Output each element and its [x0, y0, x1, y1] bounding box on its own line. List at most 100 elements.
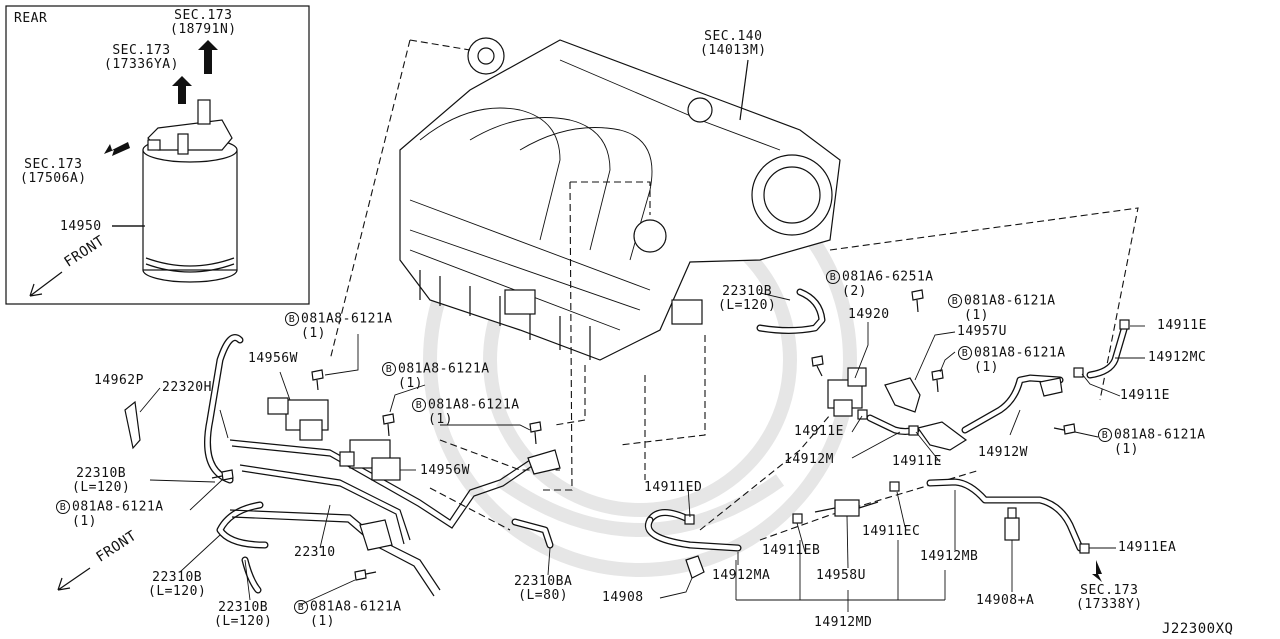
bolt-part-number: 081A8-6121A: [428, 397, 520, 413]
bolt-part-number: 081A8-6121A: [398, 361, 490, 377]
filter-14958u: [814, 499, 879, 517]
part-number: 22310BA: [514, 574, 573, 589]
bolt-symbol-icon: B: [285, 312, 299, 326]
part-14957u-label: 14957U: [957, 324, 1007, 339]
part-14912mc-label: 14912MC: [1148, 350, 1207, 365]
part-22310ba-label: 22310BA (L=80): [514, 575, 572, 603]
part-length: (L=120): [72, 480, 131, 495]
arrow-left-icon: [104, 142, 130, 156]
ref-code: (17338Y): [1076, 597, 1143, 612]
bolt-qty: (1): [964, 307, 989, 323]
bracket: [1039, 377, 1063, 397]
bolt-symbol-icon: B: [56, 500, 70, 514]
part-14911e-label: 14911E: [794, 424, 844, 439]
connector-14908: [685, 555, 705, 579]
part-14950-label: 14950: [60, 219, 102, 234]
ref-sec: SEC.140: [704, 29, 763, 44]
ref-sec: SEC.173: [112, 43, 171, 58]
part-14958u-label: 14958U: [816, 568, 866, 583]
inset-frame: [5, 5, 310, 305]
bolt-qty: (1): [310, 613, 335, 629]
bolt-part-number: 081A8-6121A: [72, 499, 164, 515]
ref-sec173-17338y: SEC.173 (17338Y): [1076, 584, 1143, 612]
bolt-qty: (1): [72, 513, 97, 529]
part-14912mb-label: 14912MB: [920, 549, 979, 564]
part-14912w-label: 14912W: [978, 445, 1028, 460]
bolt-symbol-icon: B: [958, 346, 972, 360]
part-length: (L=80): [518, 588, 569, 603]
part-14956w-label: 14956W: [420, 463, 470, 478]
ref-sec173-17506a: SEC.173 (17506A): [20, 158, 87, 186]
part-14912md-label: 14912MD: [814, 615, 873, 630]
part-length: (L=120): [718, 298, 777, 313]
callout-leaders: [112, 59, 1145, 612]
bolt-symbol-icon: B: [1098, 428, 1112, 442]
part-22310b-label: 22310B (L=120): [148, 571, 206, 599]
ref-sec173-18791n: SEC.173 (18791N): [170, 9, 237, 37]
part-14908-label: 14908: [602, 590, 644, 605]
bracket-14962p: [124, 400, 141, 450]
bolt-symbol-icon: B: [826, 270, 840, 284]
bracket: [917, 421, 968, 451]
part-14911e-label: 14911E: [1120, 388, 1170, 403]
ref-code: (17506A): [20, 171, 87, 186]
intake-manifold: [399, 37, 841, 361]
bolt-symbol-icon: B: [948, 294, 962, 308]
ref-code: (17336YA): [104, 57, 179, 72]
ref-sec: SEC.173: [1080, 583, 1139, 598]
ref-sec140-14013m: SEC.140 (14013M): [700, 30, 767, 58]
part-number: 22310B: [152, 570, 203, 585]
bolt-qty: (1): [974, 359, 999, 375]
vacuum-hoses: [204, 288, 1129, 594]
part-14908a-label: 14908+A: [976, 593, 1035, 608]
part-14912ma-label: 14912MA: [712, 568, 771, 583]
part-number: 22310B: [722, 284, 773, 299]
part-14911ec-label: 14911EC: [862, 524, 921, 539]
sensor-14908a: [1004, 507, 1020, 541]
part-22310-label: 22310: [294, 545, 336, 560]
arrow-down-icon: [1092, 560, 1102, 582]
arrow-up-icon: [172, 76, 192, 104]
part-length: (L=120): [148, 584, 207, 599]
part-22310b-label: 22310B (L=120): [718, 285, 776, 313]
ref-sec: SEC.173: [174, 8, 233, 23]
part-14962p-label: 14962P: [94, 373, 144, 388]
bolt-symbol-icon: B: [294, 600, 308, 614]
bracket-14957u: [884, 377, 921, 413]
part-length: (L=120): [214, 614, 273, 629]
solenoid-14956w-upper: [267, 397, 329, 441]
arrow-up-icon: [198, 40, 218, 74]
bolt-symbol-icon: B: [382, 362, 396, 376]
part-22310b-label: 22310B (L=120): [214, 601, 272, 629]
front-arrow-icon: [57, 567, 91, 591]
part-22320h-label: 22320H: [162, 380, 212, 395]
bolt-fasteners: [211, 289, 1076, 581]
ref-code: (14013M): [700, 43, 767, 58]
part-14911ea-label: 14911EA: [1118, 540, 1177, 555]
part-14912m-label: 14912M: [784, 452, 834, 467]
ref-sec173-17336ya: SEC.173 (17336YA): [104, 44, 179, 72]
part-14956w-label: 14956W: [248, 351, 298, 366]
part-22310b-label: 22310B (L=120): [72, 467, 130, 495]
part-14911eb-label: 14911EB: [762, 543, 821, 558]
canister-14950: [142, 99, 238, 283]
bolt-part-number: 081A8-6121A: [310, 599, 402, 615]
diagram-code: J22300XQ: [1162, 621, 1234, 637]
part-14911e-label: 14911E: [892, 454, 942, 469]
bracket: [527, 449, 561, 475]
bolt-part-number: 081A6-6251A: [842, 269, 934, 285]
bolt-part-number: 081A8-6121A: [974, 345, 1066, 361]
bolt-qty: (1): [1114, 441, 1139, 457]
front-arrow-icon: [29, 271, 63, 297]
part-14911ed-label: 14911ED: [644, 480, 703, 495]
part-14920-label: 14920: [848, 307, 890, 322]
